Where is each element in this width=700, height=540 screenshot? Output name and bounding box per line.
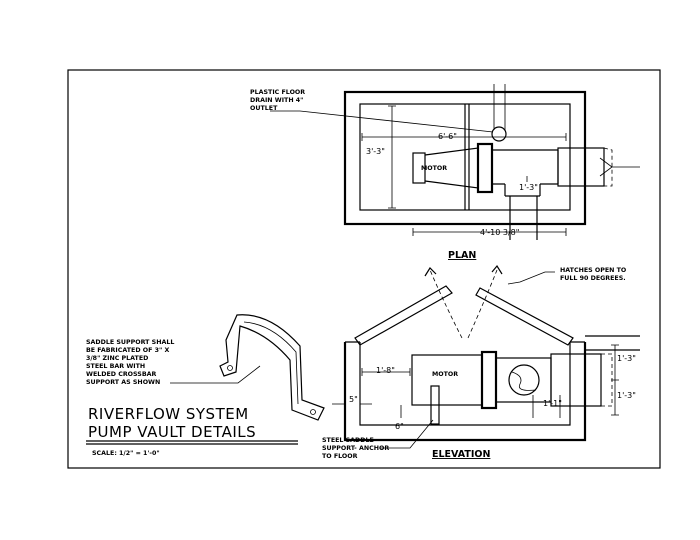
steel-saddle-leader: [380, 419, 434, 449]
drain-leader: [270, 110, 494, 133]
plan-depth-dim: [388, 105, 396, 209]
hatch-swing-right: [467, 269, 498, 339]
saddle-note-line-6: SUPPORT AS SHOWN: [86, 379, 160, 386]
plan-flow-line: [599, 157, 640, 177]
plan-pipe-label: 1'-3": [519, 183, 538, 192]
plan-view-label: PLAN: [448, 250, 476, 261]
plan-offset-label: 4'-10 3/8": [480, 228, 519, 237]
saddle-note-line-5: WELDED CROSSBAR: [86, 371, 156, 378]
elevation-view: MOTOR 1'-8" 5" 6" 1'-1" 1'-3" 1'-3" ELEV…: [332, 264, 640, 460]
steel-saddle-line-1: STEEL SADDLE: [322, 437, 374, 444]
saddle-note-line-1: SADDLE SUPPORT SHALL: [86, 339, 174, 346]
hatches-note-line-2: FULL 90 DEGREES.: [560, 275, 626, 282]
saddle-leader: [170, 365, 261, 384]
plan-hatch-divider: [464, 104, 470, 210]
plan-view: 6'-6" 3'-3" MOTOR 1'-3" 4'-10 3/8" PLAN: [270, 84, 640, 261]
title-underline: [86, 440, 298, 445]
elev-impeller-icon: [508, 364, 540, 396]
plan-outlet-dash: [603, 147, 613, 187]
elev-vault-outer: [343, 342, 587, 442]
plan-pump-flange: [476, 142, 494, 194]
hatches-note-line-1: HATCHES OPEN TO: [560, 267, 627, 274]
steel-saddle-line-2: SUPPORT- ANCHOR: [322, 445, 389, 452]
plan-outlet: [557, 147, 605, 187]
elev-outlet-dash: [601, 353, 613, 407]
elev-pipe-label: 1'-1": [543, 399, 562, 408]
elev-pump-flange: [480, 350, 498, 410]
drain-note-line-1: PLASTIC FLOOR: [250, 89, 305, 96]
saddle-note-line-2: BE FABRICATED OF 3" X: [86, 347, 169, 354]
drain-note: PLASTIC FLOOR DRAIN WITH 4" OUTLET: [250, 89, 305, 112]
arrow-up-left-icon: [424, 267, 437, 277]
plan-width-dim: [361, 133, 567, 141]
elev-impeller-s: [511, 371, 537, 391]
elev-motor: [411, 354, 483, 406]
elev-floor-label: 6": [395, 422, 404, 431]
saddle-body: [219, 314, 325, 421]
elev-outlet: [550, 353, 602, 407]
saddle-detail: [170, 314, 325, 421]
hatches-leader: [507, 271, 555, 285]
saddle-bolt-right: [310, 409, 316, 415]
drain-note-line-2: DRAIN WITH 4": [250, 97, 303, 104]
elev-right-dim: [611, 344, 619, 416]
elev-base-label: 5": [349, 395, 358, 404]
plan-width-label: 6'-6": [438, 132, 457, 141]
elev-right-lower-label: 1'-3": [617, 391, 636, 400]
saddle-note: SADDLE SUPPORT SHALL BE FABRICATED OF 3"…: [86, 339, 174, 386]
saddle-note-line-3: 3/8" ZINC PLATED: [86, 355, 148, 362]
plan-motor: [412, 152, 426, 184]
plan-motor-label: MOTOR: [421, 165, 447, 172]
steel-saddle-note: STEEL SADDLE SUPPORT- ANCHOR TO FLOOR: [322, 437, 389, 460]
elev-motor-dim: [361, 368, 411, 376]
title-line-2: PUMP VAULT DETAILS: [88, 423, 256, 441]
drain-note-line-3: OUTLET: [250, 105, 278, 112]
hatch-right: [475, 287, 574, 346]
elevation-view-label: ELEVATION: [432, 449, 490, 460]
hatches-note: HATCHES OPEN TO FULL 90 DEGREES.: [560, 267, 627, 282]
elev-top-slab: [345, 335, 640, 351]
steel-saddle-line-3: TO FLOOR: [322, 453, 358, 460]
arrow-up-right-icon: [491, 264, 503, 275]
floor-drain-icon: [491, 126, 507, 142]
hatch-left: [354, 285, 453, 346]
elev-right-upper-label: 1'-3": [617, 354, 636, 363]
plan-offset-dim: [412, 228, 567, 236]
title-block: RIVERFLOW SYSTEM PUMP VAULT DETAILS SCAL…: [86, 405, 298, 457]
plan-depth-label: 3'-3": [366, 147, 385, 156]
elev-motor-label: MOTOR: [432, 371, 458, 378]
hatch-swing-left: [429, 269, 463, 339]
saddle-note-line-4: STEEL BAR WITH: [86, 363, 145, 370]
plan-vault-outer: [343, 90, 587, 226]
elev-motor-dim-label: 1'-8": [376, 366, 395, 375]
saddle-bolt-left: [227, 365, 233, 371]
elev-pipe-dim: [532, 395, 561, 418]
title-line-1: RIVERFLOW SYSTEM: [88, 405, 249, 423]
elev-saddle: [430, 385, 440, 425]
plan-discharge-drop: [505, 195, 540, 240]
sheet-border: [67, 69, 661, 469]
elev-vault-inner: [359, 342, 571, 426]
saddle-inner: [243, 321, 299, 405]
scale-label: SCALE: 1/2" = 1'-0": [92, 450, 160, 457]
